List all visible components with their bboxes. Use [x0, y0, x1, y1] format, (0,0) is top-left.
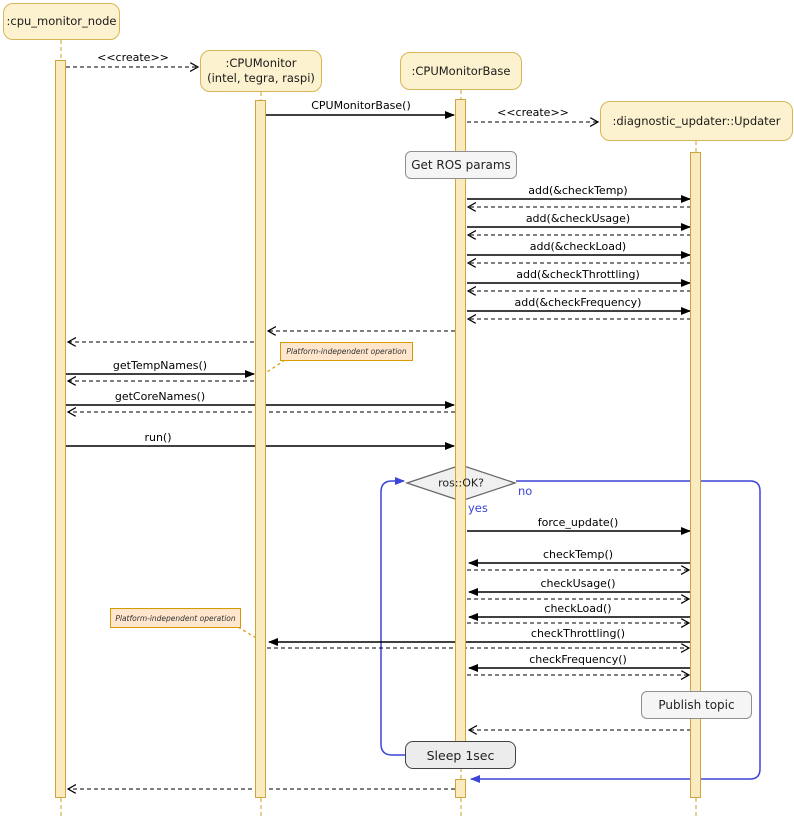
decision-no-label: no [518, 484, 533, 498]
message-label-add-load: add(&checkLoad) [529, 240, 627, 253]
message-label-check-frequency: checkFrequency() [529, 653, 627, 666]
message-label-add-temp: add(&checkTemp) [528, 184, 628, 197]
loop-back-branch [380, 477, 405, 756]
note-platform-independent-2[interactable]: Platform-independent operation [110, 608, 241, 628]
message-label-add-frequency: add(&checkFrequency) [514, 296, 642, 309]
lifeline-label: :CPUMonitor [225, 56, 297, 71]
note-sleep-1sec[interactable]: Sleep 1sec [405, 741, 516, 769]
message-label-check-throttling: checkThrottling() [530, 627, 626, 640]
activation-cpu-monitor-node [55, 60, 66, 798]
message-label-check-load: checkLoad() [544, 602, 612, 615]
note-callout-2 [237, 626, 262, 642]
message-label-get-core-names: getCoreNames() [114, 390, 206, 403]
lifeline-label: :cpu_monitor_node [6, 14, 117, 29]
message-label-create-2: <<create>> [497, 106, 569, 119]
lifeline-cpu-monitor-node[interactable]: :cpu_monitor_node [3, 3, 120, 40]
decision-yes-label: yes [468, 501, 488, 515]
message-label-force-update: force_update() [537, 516, 619, 529]
message-label-check-temp: checkTemp() [542, 548, 614, 561]
lifeline-label: :diagnostic_updater::Updater [612, 113, 781, 128]
activation-cpu-monitor [255, 100, 266, 798]
message-label-add-throttling: add(&checkThrottling) [516, 268, 640, 281]
activation-cpu-monitor-base [455, 99, 466, 768]
lifeline-dashes [60, 40, 697, 816]
lifeline-label: :CPUMonitorBase [411, 63, 511, 78]
lifeline-cpu-monitor[interactable]: :CPUMonitor (intel, tegra, raspi) [200, 50, 322, 92]
activation-cpu-monitor-base-2 [455, 779, 466, 798]
lifeline-diagnostic-updater[interactable]: :diagnostic_updater::Updater [600, 101, 793, 141]
decision-condition-label: ros::OK? [438, 476, 484, 490]
message-label-get-temp-names: getTempNames() [112, 359, 208, 372]
note-text: Publish topic [658, 698, 735, 712]
lifeline-cpu-monitor-base[interactable]: :CPUMonitorBase [400, 52, 522, 90]
message-label-run: run() [144, 431, 172, 444]
note-text: Get ROS params [411, 158, 511, 172]
note-platform-independent-1[interactable]: Platform-independent operation [280, 342, 413, 361]
message-label-add-usage: add(&checkUsage) [525, 212, 631, 225]
message-label-ctor: CPUMonitorBase() [311, 99, 411, 112]
message-label-check-usage: checkUsage() [540, 577, 616, 590]
note-text: Platform-independent operation [115, 613, 236, 623]
lifeline-sublabel: (intel, tegra, raspi) [207, 71, 315, 85]
note-text: Sleep 1sec [426, 747, 495, 763]
note-publish-topic[interactable]: Publish topic [641, 691, 752, 719]
note-text: Platform-independent operation [286, 347, 407, 356]
message-label-create-1: <<create>> [97, 51, 169, 64]
activation-updater [690, 152, 701, 798]
loop-no-branch [470, 480, 761, 783]
note-callout-1 [263, 359, 286, 375]
note-get-ros-params[interactable]: Get ROS params [405, 151, 517, 179]
